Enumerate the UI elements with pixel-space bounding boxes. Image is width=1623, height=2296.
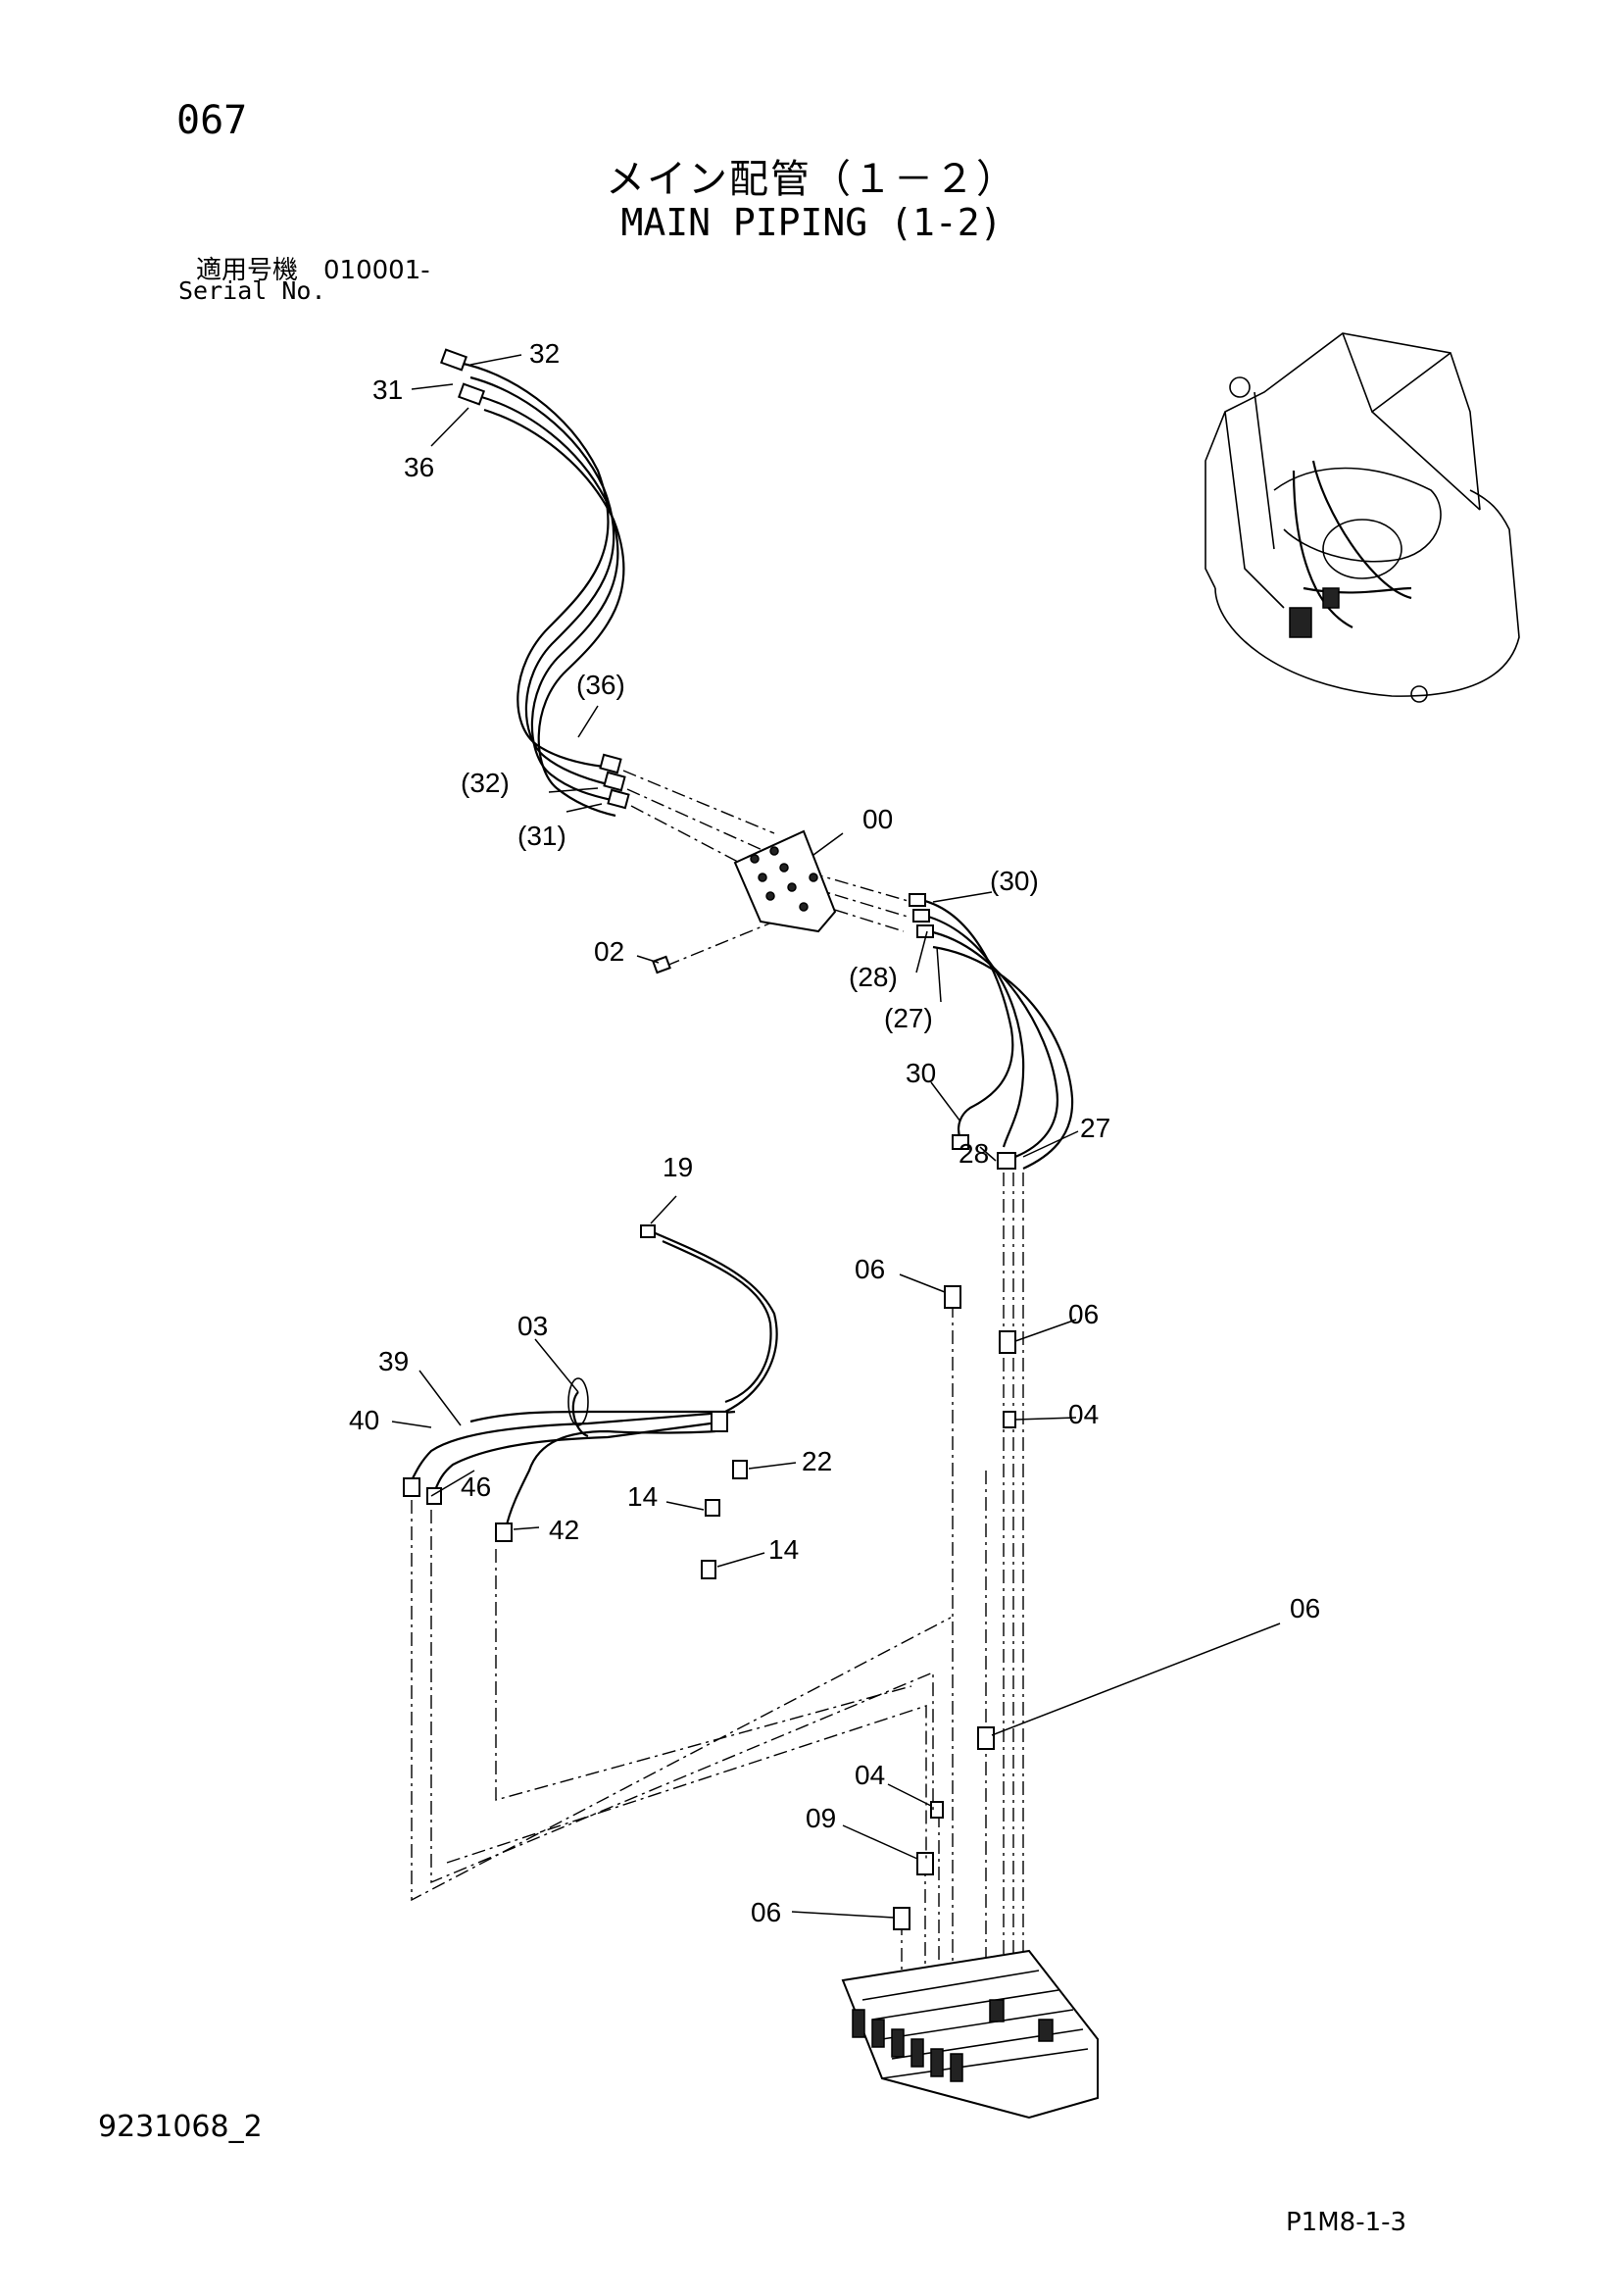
callout-31-ref: (31) [517,821,566,851]
callout-36-ref: (36) [576,670,625,700]
dashed-alignment-lines [622,770,912,967]
page-number: 067 [176,98,248,143]
callout-27: 27 [1080,1113,1110,1143]
callout-00: 00 [862,804,893,834]
callout-42: 42 [549,1515,579,1545]
dashed-routing-lines [411,1500,952,1902]
document-number: 9231068_2 [98,2110,263,2144]
control-valve [841,1949,1099,2120]
callout-28: 28 [959,1138,989,1169]
callout-06-a: 06 [855,1254,885,1284]
page-title-japanese: メイン配管（１－２） [606,157,1017,202]
fittings-06-04-09 [893,1285,1016,1930]
valve-spools [852,1999,1054,2082]
callout-labels: 32 31 36 (36) (32) (31) 00 (30) 02 (28) … [349,338,1320,1927]
callout-32: 32 [529,338,560,369]
reference-code: P1M8-1-3 [1286,2208,1407,2237]
machine-location-thumbnail [1205,332,1520,703]
callout-22: 22 [802,1446,832,1476]
serial-label-english: Serial No. [178,276,326,305]
callout-39: 39 [378,1346,409,1376]
callout-31: 31 [372,374,403,405]
callout-27-ref: (27) [884,1003,933,1033]
callout-32-ref: (32) [461,768,510,798]
lower-left-hose-assembly [403,1224,778,1579]
vertical-dashed-lines [901,1173,1024,2000]
callout-19: 19 [663,1152,693,1182]
callout-06-c: 06 [1290,1593,1320,1623]
callout-04-b: 04 [855,1760,885,1790]
callout-03: 03 [517,1311,548,1341]
callout-46: 46 [461,1472,491,1502]
callout-40: 40 [349,1405,379,1435]
callout-09: 09 [806,1803,836,1833]
callout-14-a: 14 [627,1481,658,1512]
valve-block-00 [733,829,837,933]
callout-04-a: 04 [1068,1399,1099,1429]
callout-30-ref: (30) [990,866,1039,896]
callout-02: 02 [594,936,624,967]
serial-label-japanese: 適用号機 010001- [196,256,430,285]
page-title-english: MAIN PIPING (1-2) [620,201,1003,244]
upper-hose-bundle [439,348,630,818]
callout-06-d: 06 [751,1897,781,1927]
bolt-02 [652,955,671,974]
leader-lines [391,354,1281,1919]
callout-30: 30 [906,1058,936,1088]
callout-06-b: 06 [1068,1299,1099,1329]
right-hose-bundle [909,893,1074,1170]
callout-14-b: 14 [768,1534,799,1565]
callout-28-ref: (28) [849,962,898,992]
callout-36: 36 [404,452,434,482]
